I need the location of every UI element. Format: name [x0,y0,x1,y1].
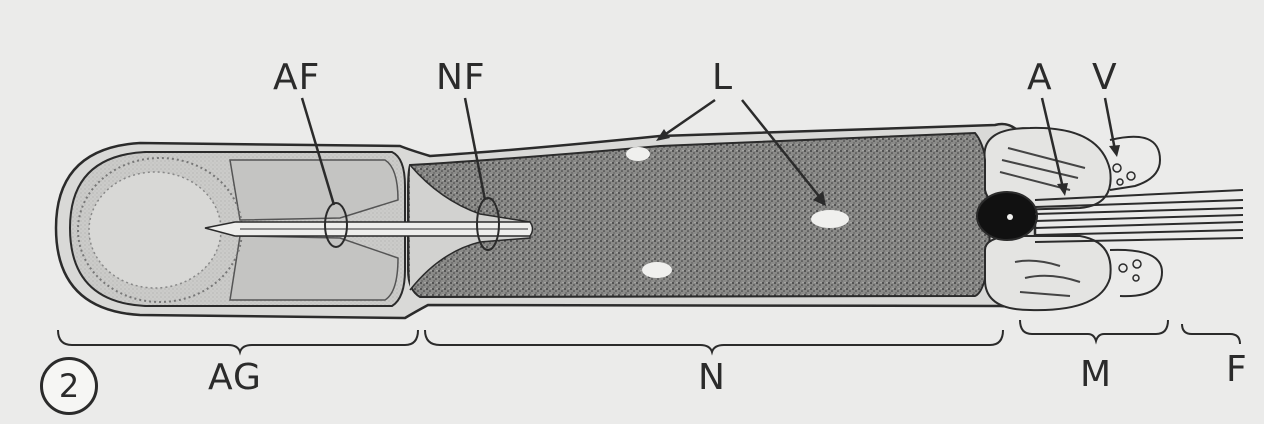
vesicle-1 [1113,164,1121,172]
brace-m [1020,320,1168,341]
brace-f [1182,324,1240,344]
label-a: A [1027,60,1053,96]
figure-number: 2 [40,357,98,415]
label-n: N [698,360,726,396]
mitochondrion-lower [985,236,1111,310]
label-ag: AG [208,360,262,396]
label-m: M [1080,357,1112,393]
label-nf: NF [436,60,486,96]
lacuna-2 [811,210,849,228]
label-v: V [1092,60,1118,96]
vesicle-3 [1117,179,1123,185]
brace-n [425,330,1003,352]
brace-ag [58,330,418,352]
leader-l-1 [660,100,715,138]
vesicle-bag-lower [1110,250,1162,296]
centriole [977,192,1037,240]
arrowhead-v [1109,145,1120,157]
centriole-center [1007,214,1013,220]
label-l: L [712,60,733,96]
flagellum [1035,190,1243,242]
vesicle-5 [1133,260,1141,268]
vesicle-6 [1133,275,1139,281]
lacuna-3 [642,262,672,278]
label-af: AF [273,60,320,96]
label-f: F [1226,352,1248,388]
vesicle-2 [1127,172,1135,180]
leader-v [1105,98,1115,150]
acrosome-granule-inner [89,172,221,288]
lacuna-1 [626,147,650,161]
vesicle-4 [1119,264,1127,272]
